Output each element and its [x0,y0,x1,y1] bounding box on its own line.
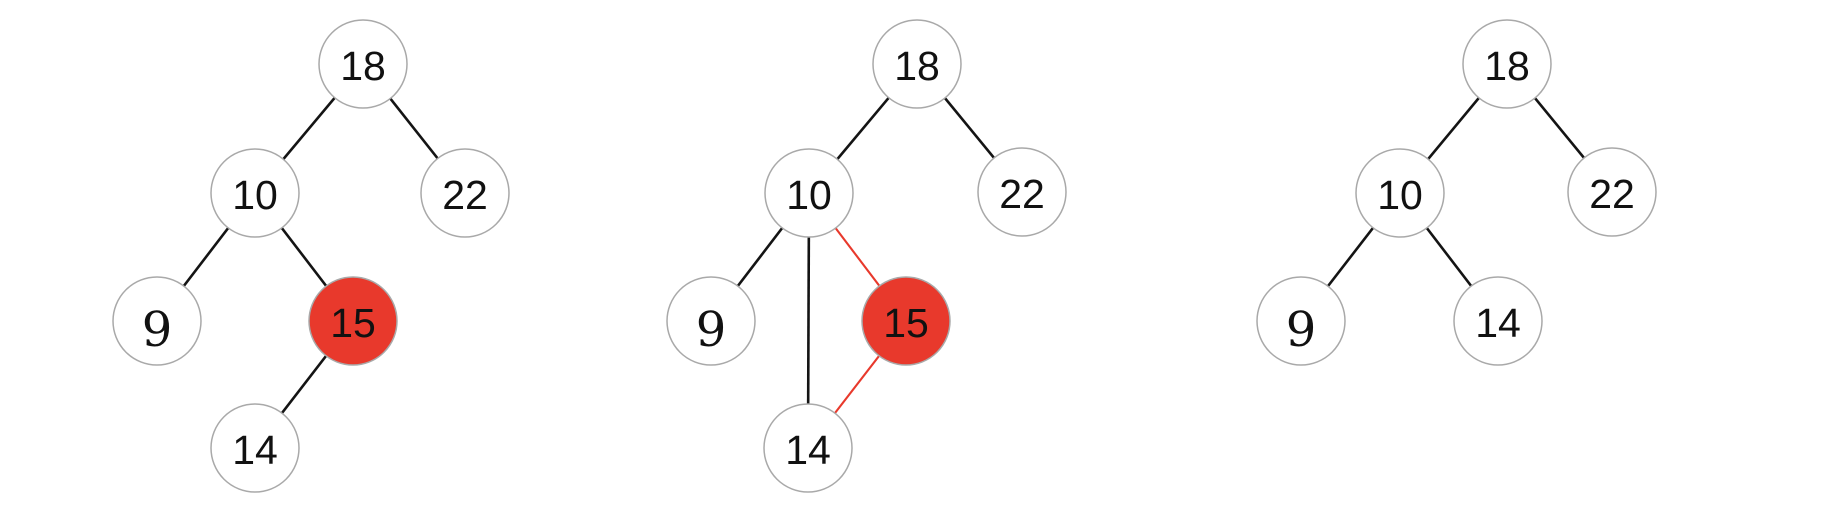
tree-node [977,147,1067,237]
tree-node-label: 9 [142,302,173,358]
tree-node [1567,147,1657,237]
tree-node-label: 9 [1286,302,1317,358]
tree-node [112,276,202,366]
tree-node [1355,148,1445,238]
tree-node-label: 14 [785,427,831,473]
tree-node-label: 14 [232,427,278,473]
tree-node-label: 22 [1589,171,1635,217]
tree-node [420,148,510,238]
tree-node [1256,276,1346,366]
tree-node [1462,19,1552,109]
tree-step-1-node-highlighted: 18 10 22 9 15 14 [112,19,510,493]
tree-node-label: 10 [1377,172,1423,218]
tree-node-label: 14 [1475,300,1521,346]
tree-node [763,403,853,493]
tree-node-label: 18 [1484,43,1530,89]
tree-node-label: 10 [786,172,832,218]
tree-step-3-node-removed: 18 10 22 9 14 [1256,19,1657,366]
tree-node-label: 10 [232,172,278,218]
tree-step-2-relink-child: 18 10 22 9 15 14 [666,19,1067,493]
tree-node [872,19,962,109]
tree-node [210,148,300,238]
tree-node-label: 22 [999,171,1045,217]
tree-node-label: 18 [894,43,940,89]
tree-node-label: 15 [330,300,376,346]
tree-node-label: 15 [883,300,929,346]
tree-node-label: 18 [340,43,386,89]
tree-node-label: 22 [442,172,488,218]
tree-node [318,19,408,109]
tree-node [1453,276,1543,366]
tree-node-label: 9 [696,302,727,358]
tree-node [210,403,300,493]
tree-node-highlighted [861,276,951,366]
tree-node-highlighted [308,276,398,366]
tree-node [666,276,756,366]
tree-node [764,148,854,238]
